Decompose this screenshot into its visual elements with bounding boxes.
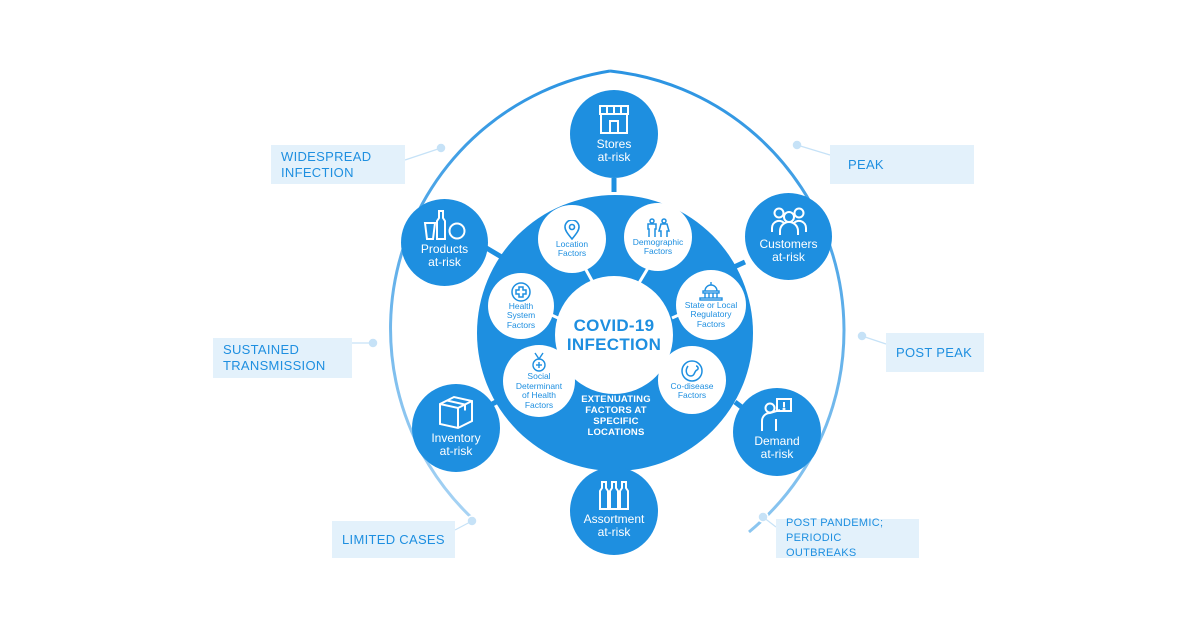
location-pin-icon <box>564 219 580 240</box>
center-title-line: COVID-19 <box>573 316 655 335</box>
factor-label-line: of Health <box>521 390 557 400</box>
node-label-line: Inventory <box>431 431 481 445</box>
node-label-line: at-risk <box>760 447 794 461</box>
node-label-line: Customers <box>759 237 818 251</box>
phase-post-pandemic: POST PANDEMIC; PERIODIC OUTBREAKS <box>776 517 919 559</box>
caption-line: SPECIFIC <box>593 416 639 427</box>
bottles-icon <box>599 481 629 510</box>
capitol-icon <box>699 281 723 301</box>
factor-label-line: Social <box>527 371 551 381</box>
extenuating-factors-caption: EXTENUATING FACTORS AT SPECIFIC LOCATION… <box>566 394 666 438</box>
factor-label-line: Factors <box>677 390 707 400</box>
store-icon <box>599 105 629 134</box>
node-label-line: at-risk <box>439 444 473 458</box>
phase-leaders <box>352 144 887 531</box>
medical-cross-icon <box>511 282 531 302</box>
phase-peak: PEAK <box>830 145 974 184</box>
factor-label-line: Factors <box>524 399 554 410</box>
factor-label-line: System <box>506 310 536 321</box>
products-icon <box>423 210 465 240</box>
factor-label-line: Demographic <box>632 236 684 247</box>
phase-label: POST PANDEMIC; <box>786 517 884 529</box>
phase-label: INFECTION <box>281 164 354 180</box>
node-label-line: Demand <box>754 434 800 448</box>
phase-limited-cases: LIMITED CASES <box>332 521 455 558</box>
factor-label-line: Regulatory <box>690 309 732 320</box>
factor-label-line: State or Local <box>684 299 738 310</box>
factor-label-line: Determinant <box>515 380 563 391</box>
phase-label: PEAK <box>848 156 884 172</box>
caption-line: FACTORS AT <box>585 405 647 416</box>
node-label-line: at-risk <box>428 255 461 269</box>
medal-icon <box>532 352 546 372</box>
node-label-line: at-risk <box>597 150 631 164</box>
box-icon <box>439 395 473 430</box>
factor-label-line: Factors <box>557 248 587 258</box>
people-icon <box>770 207 807 235</box>
node-label-line: at-risk <box>597 525 631 539</box>
phase-label: WIDESPREAD <box>281 148 372 164</box>
phase-post-peak: POST PEAK <box>886 333 984 372</box>
factor-label-line: Factors <box>506 319 536 330</box>
covid-19-infection-center: COVID-19 INFECTION <box>555 276 673 394</box>
node-label-line: Assortment <box>583 512 645 526</box>
caption-line: EXTENUATING <box>581 394 651 405</box>
phase-label: LIMITED CASES <box>342 531 445 547</box>
phase-label: TRANSMISSION <box>223 358 326 373</box>
factor-label-line: Location <box>555 238 589 249</box>
node-label-line: at-risk <box>772 250 805 264</box>
presenter-icon <box>761 398 792 431</box>
man-woman-icon <box>647 217 670 237</box>
phase-label: POST PEAK <box>896 344 973 360</box>
caption-line: LOCATIONS <box>587 427 645 438</box>
node-label-line: Stores <box>596 137 632 151</box>
factor-label-line: Factors <box>643 246 673 256</box>
factor-label-line: Health <box>508 300 534 311</box>
phase-label: PERIODIC OUTBREAKS <box>786 532 857 559</box>
factor-label-line: Factors <box>696 318 726 329</box>
organ-icon <box>681 359 703 382</box>
phase-label: SUSTAINED <box>223 342 300 357</box>
factor-label-line: Co-disease <box>670 380 714 391</box>
node-label-line: Products <box>420 242 469 256</box>
center-title-line: INFECTION <box>566 335 662 354</box>
